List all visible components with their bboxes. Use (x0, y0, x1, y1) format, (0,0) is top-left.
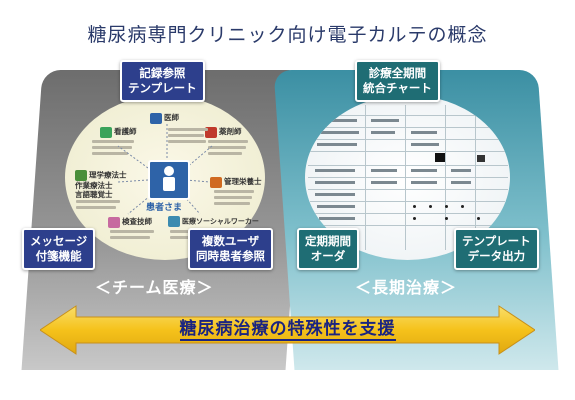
arrow-label: 糖尿病治療の特殊性を支援 (0, 314, 575, 341)
chart-grid-row (308, 177, 508, 178)
chart-cell (315, 169, 355, 172)
therapist-icon (75, 170, 87, 181)
role-description-line (208, 146, 246, 149)
diagram-title: 糖尿病専門クリニック向け電子カルテの概念 (87, 24, 488, 46)
patient-label: 患者さま (146, 203, 183, 213)
chart-dot (445, 205, 448, 208)
lab-technician-icon (108, 216, 120, 228)
role-description-line (168, 140, 206, 143)
social-worker-icon (168, 216, 180, 227)
chart-grid-row (313, 139, 503, 140)
tag-multi-user: 複数ユーザ 同時患者参照 (188, 228, 273, 270)
pharmacist-icon (205, 126, 217, 138)
chart-cell (371, 119, 399, 122)
role-description-line (110, 236, 150, 239)
chart-dot (461, 205, 464, 208)
chart-cell (317, 143, 357, 146)
role-description-line (208, 152, 242, 155)
role-description-line (92, 140, 134, 143)
role-description-line (76, 200, 120, 203)
connector-line (127, 195, 151, 215)
chart-grid-row (313, 213, 503, 214)
chart-marker (435, 153, 445, 162)
doctor-icon (150, 112, 162, 124)
role-pharmacist: 薬剤師 (205, 126, 242, 138)
chart-grid-row (308, 165, 508, 166)
chart-cell (371, 181, 397, 184)
tag-message-sticky: メッセージ 付箋機能 (22, 228, 96, 270)
role-description-line (168, 134, 204, 137)
chart-cell (371, 131, 395, 134)
connector-line (185, 179, 211, 183)
double-arrow-icon (40, 305, 535, 355)
tag-template-export: テンプレート データ出力 (454, 228, 539, 270)
section-label-long-term: ＜長期治療＞ (355, 278, 458, 297)
chart-cell (411, 131, 437, 134)
chart-grid-col (475, 105, 476, 250)
chart-cell (319, 217, 355, 220)
role-description-line (92, 146, 132, 149)
chart-grid-row (317, 127, 497, 128)
chart-dot (445, 217, 448, 220)
chart-dot (477, 217, 480, 220)
connector-line (117, 179, 149, 183)
role-description-line (214, 202, 250, 205)
role-description-line (92, 152, 128, 155)
role-description-line (214, 190, 254, 193)
chart-grid-row (310, 201, 505, 202)
chart-cell (371, 169, 397, 172)
role-description-line (76, 206, 116, 209)
chart-grid-row (319, 225, 497, 226)
chart-cell (451, 181, 471, 184)
chart-cell (411, 169, 437, 172)
role-description-line (208, 140, 248, 143)
tag-periodic-order: 定期期間 オーダ (297, 228, 359, 270)
chart-grid-col (405, 105, 406, 250)
chart-dot (413, 205, 416, 208)
dietitian-icon (210, 176, 222, 188)
chart-cell (451, 169, 471, 172)
chart-marker (477, 155, 485, 162)
role-lab-technician: 検査技師 (108, 216, 152, 228)
chart-grid-col (445, 105, 446, 250)
connector-line (117, 145, 149, 169)
role-doctor: 医師 (150, 112, 179, 124)
role-social-worker: 医療ソーシャルワーカー (168, 216, 259, 227)
role-nurse: 看護師 (100, 126, 137, 138)
chart-cell (321, 131, 359, 134)
tag-integrated-chart: 診療全期間 統合チャート (355, 60, 440, 102)
chart-grid-row (325, 115, 490, 116)
chart-grid-col (365, 105, 366, 250)
role-dietitian: 管理栄養士 (210, 176, 262, 188)
role-description-line (168, 128, 208, 131)
arrow-label-text: 糖尿病治療の特殊性を支援 (179, 319, 396, 341)
tag-record-template: 記録参照 テンプレート (120, 60, 205, 102)
chart-cell (327, 119, 357, 122)
chart-cell (315, 181, 355, 184)
person-icon (163, 166, 175, 191)
chart-cell (317, 205, 355, 208)
chart-cell (411, 181, 437, 184)
connector-line (185, 145, 213, 169)
chart-dot (413, 217, 416, 220)
chart-dot (429, 205, 432, 208)
nurse-icon (100, 126, 112, 138)
role-description-line (110, 230, 154, 233)
section-label-team-care: ＜チーム医療＞ (95, 278, 214, 297)
role-therapists: 理学療法士 作業療法士 言語聴覚士 (75, 170, 127, 199)
chart-grid-row (310, 151, 505, 152)
chart-cell (315, 193, 355, 196)
chart-grid-row (308, 189, 508, 190)
role-description-line (214, 196, 252, 199)
patient-icon-box (148, 160, 190, 200)
chart-cell (411, 143, 439, 146)
